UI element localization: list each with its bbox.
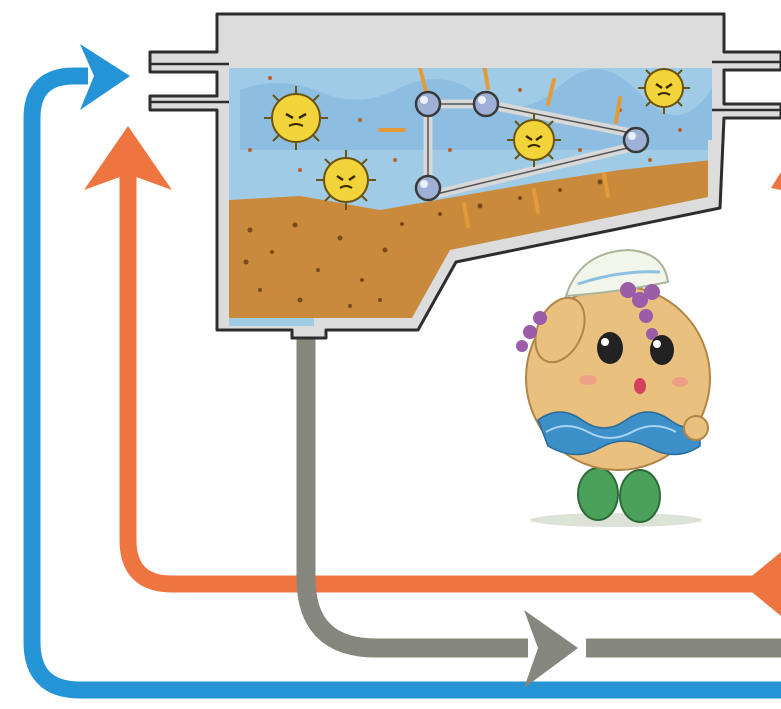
tank-sediment — [229, 160, 712, 318]
sludge-scraper-conveyor — [378, 68, 650, 228]
conveyor-pulleys — [414, 90, 650, 202]
mascot-mouth — [634, 378, 646, 394]
microbe-icon — [316, 150, 376, 210]
return-flow-loop — [23, 44, 781, 699]
recirculation-flow-loop — [84, 126, 781, 616]
recirculation-inflow-arrowhead — [742, 552, 781, 616]
sludge-flow-arrowhead — [524, 610, 578, 688]
conveyor-paddles — [378, 68, 622, 228]
mascot-character — [516, 248, 711, 527]
pulley-icon — [472, 90, 500, 118]
mascot-left-shoe — [577, 467, 619, 521]
mascot-right-shoe — [619, 469, 661, 523]
sludge-flow-line-group — [296, 338, 781, 688]
mascot-ground-shadow — [530, 513, 702, 527]
pulley-icon — [414, 90, 442, 118]
sludge-flow-line — [296, 338, 528, 658]
microbe-icon — [638, 68, 690, 114]
mascot-left-eye — [597, 332, 623, 364]
settling-tank — [148, 12, 781, 340]
pulley-icon — [622, 126, 650, 154]
microbe-icon — [507, 113, 561, 167]
pulley-icon — [414, 174, 442, 202]
recirculation-flow-arrowhead — [84, 126, 172, 190]
return-flow-arrowhead — [80, 44, 130, 110]
return-flow-line — [23, 67, 781, 699]
mascot-flowers — [516, 282, 663, 355]
recirculation-flow-line — [119, 168, 770, 593]
mascot-right-eye — [650, 335, 674, 365]
recirculation-right-arrow-tip — [771, 172, 781, 190]
sediment-specks — [243, 179, 603, 308]
microbe-icon — [264, 86, 328, 150]
